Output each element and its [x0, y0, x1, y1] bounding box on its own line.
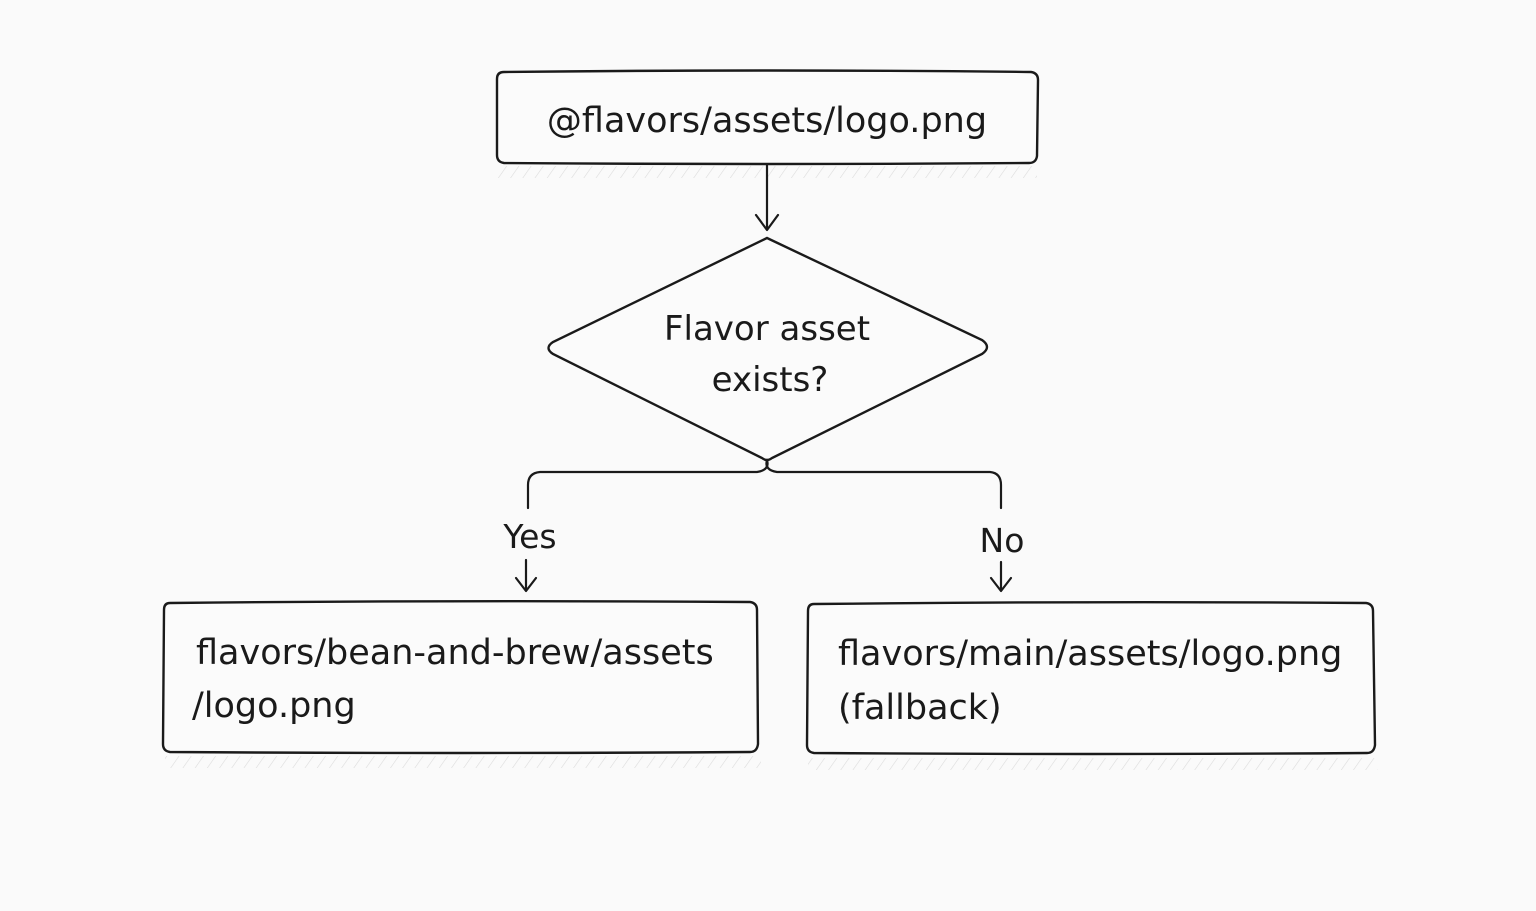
result-node-yes: flavors/bean-and-brew/assets /logo.png	[161, 600, 761, 768]
branch-line-yes	[526, 458, 769, 510]
result-yes-label-line2: /logo.png	[192, 686, 356, 726]
result-no-box	[805, 601, 1377, 756]
arrow-head	[754, 213, 780, 232]
yes-arrow-head	[514, 576, 538, 593]
result-no-label-line2: (fallback)	[838, 688, 1002, 728]
result-no-label-line1: flavors/main/assets/logo.png	[838, 634, 1342, 674]
result-yes-box	[161, 600, 760, 755]
source-node-label: @flavors/assets/logo.png	[547, 101, 987, 141]
source-node-box	[495, 69, 1040, 166]
arrow-source-to-decision	[754, 163, 780, 232]
decision-node: Flavor asset exists?	[547, 236, 989, 462]
decision-label-line2: exists?	[712, 360, 829, 400]
branch-no-label: No	[980, 521, 1025, 560]
result-no-shadow	[808, 758, 1378, 770]
branch-no: No	[980, 521, 1025, 593]
branch-yes-label: Yes	[502, 517, 556, 556]
no-arrow-head	[989, 576, 1013, 593]
source-node: @flavors/assets/logo.png	[495, 69, 1040, 178]
result-node-no: flavors/main/assets/logo.png (fallback)	[805, 601, 1378, 770]
decision-diamond	[547, 236, 989, 462]
branch-yes: Yes	[502, 517, 557, 593]
decision-label-line1: Flavor asset	[664, 309, 870, 349]
branch-line-no	[765, 458, 1003, 510]
result-yes-label-line1: flavors/bean-and-brew/assets	[196, 633, 714, 673]
result-yes-shadow	[165, 756, 761, 768]
branch-connectors	[526, 458, 1003, 510]
